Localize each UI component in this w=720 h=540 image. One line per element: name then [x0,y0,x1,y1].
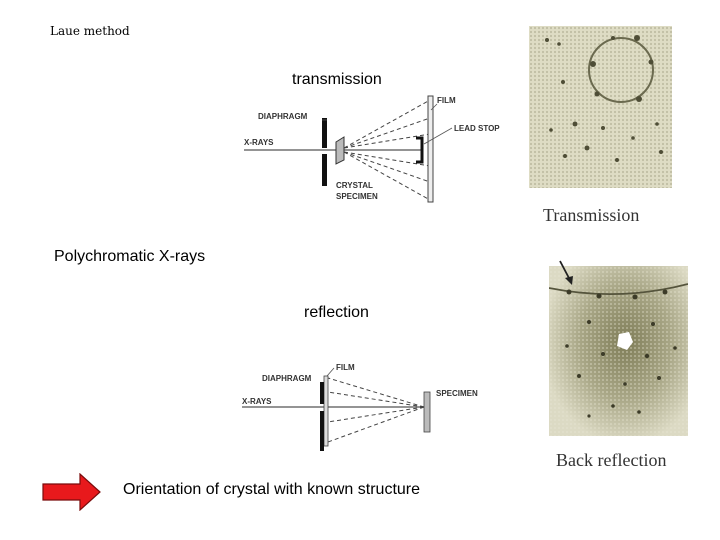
transmission-diagram: DIAPHRAGM X-RAYS FILM LEAD STOP CRYSTAL … [244,95,500,203]
laue-spots [545,35,663,162]
reflection-arc [549,283,688,296]
diaphragm-bottom [320,411,324,451]
red-arrow-icon [42,473,101,511]
specimen [423,391,431,433]
diaphragm-top [320,382,324,404]
back-reflection-photo [549,266,688,436]
film-label: FILM [336,363,355,372]
transmission-caption: Transmission [543,205,640,225]
back-reflection-caption: Back reflection [556,450,667,470]
transmission-photo [529,26,672,188]
reflection-diagram: DIAPHRAGM X-RAYS FILM SPECIMEN [242,363,478,451]
diaphragm-label: DIAPHRAGM [258,112,308,121]
specimen-label: SPECIMEN [436,389,478,398]
slide-title: Laue method [50,24,130,38]
xrays-label: X-RAYS [244,138,274,147]
xrays-label: X-RAYS [242,397,272,406]
bottom-statement: Orientation of crystal with known struct… [123,481,421,498]
diffraction-ring [588,37,654,103]
diaphragm-top [322,118,327,148]
laue-spots [565,289,677,418]
lead-stop [416,136,424,164]
reflected-rays [327,377,425,443]
film-plate [427,95,434,203]
pointer-arrow-icon [559,260,573,285]
diaphragm-bottom [322,154,327,186]
crystal-label-line2: SPECIMEN [336,192,378,201]
lead-stop-label: LEAD STOP [454,124,500,133]
reflection-heading: reflection [304,304,369,321]
film-label: FILM [437,96,456,105]
central-hole [617,332,633,350]
diaphragm-label: DIAPHRAGM [262,374,312,383]
crystal-label-line1: CRYSTAL [336,181,373,190]
transmission-heading: transmission [292,71,382,88]
diffracted-rays [343,99,431,201]
crystal-specimen [335,136,345,165]
polychromatic-label: Polychromatic X-rays [54,248,206,265]
film-plate [323,375,329,447]
